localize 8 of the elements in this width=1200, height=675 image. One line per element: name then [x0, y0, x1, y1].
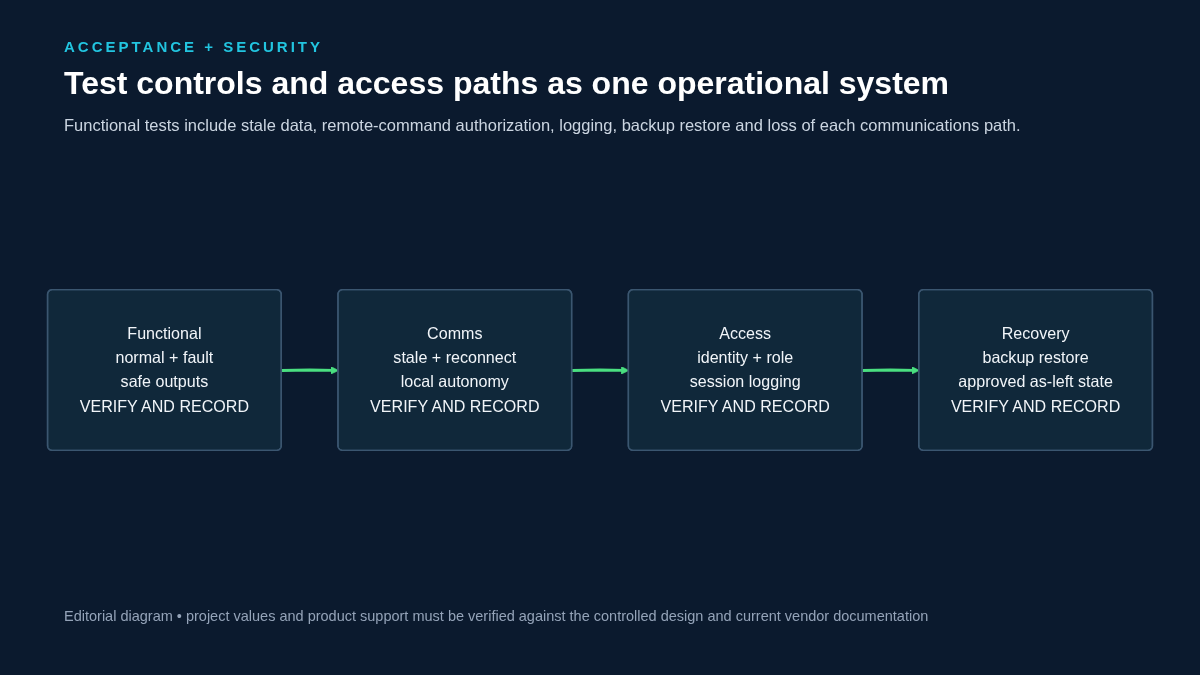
process-card: Functional normal + fault safe outputs VERIFY AND RECORD: [46, 288, 282, 452]
process-card: Access identity + role session logging VERIFY AND RECORD: [627, 288, 863, 452]
title: Test controls and access paths as one operational system: [64, 65, 951, 102]
footer-note: Editorial diagram • project values and product support must be verified against the controlled design and current vendor documentation: [64, 608, 929, 624]
kicker-text: ACCEPTANCE + SECURITY: [64, 38, 323, 55]
subtitle-text: Functional tests include stale data, remote-command authorization, logging, backup restore and loss of each communications path.: [64, 116, 1021, 135]
process-card: Comms stale + reconnect local autonomy VERIFY AND RECORD: [337, 288, 573, 452]
process-card: Recovery backup restore approved as-left state VERIFY AND RECORD: [918, 288, 1154, 452]
